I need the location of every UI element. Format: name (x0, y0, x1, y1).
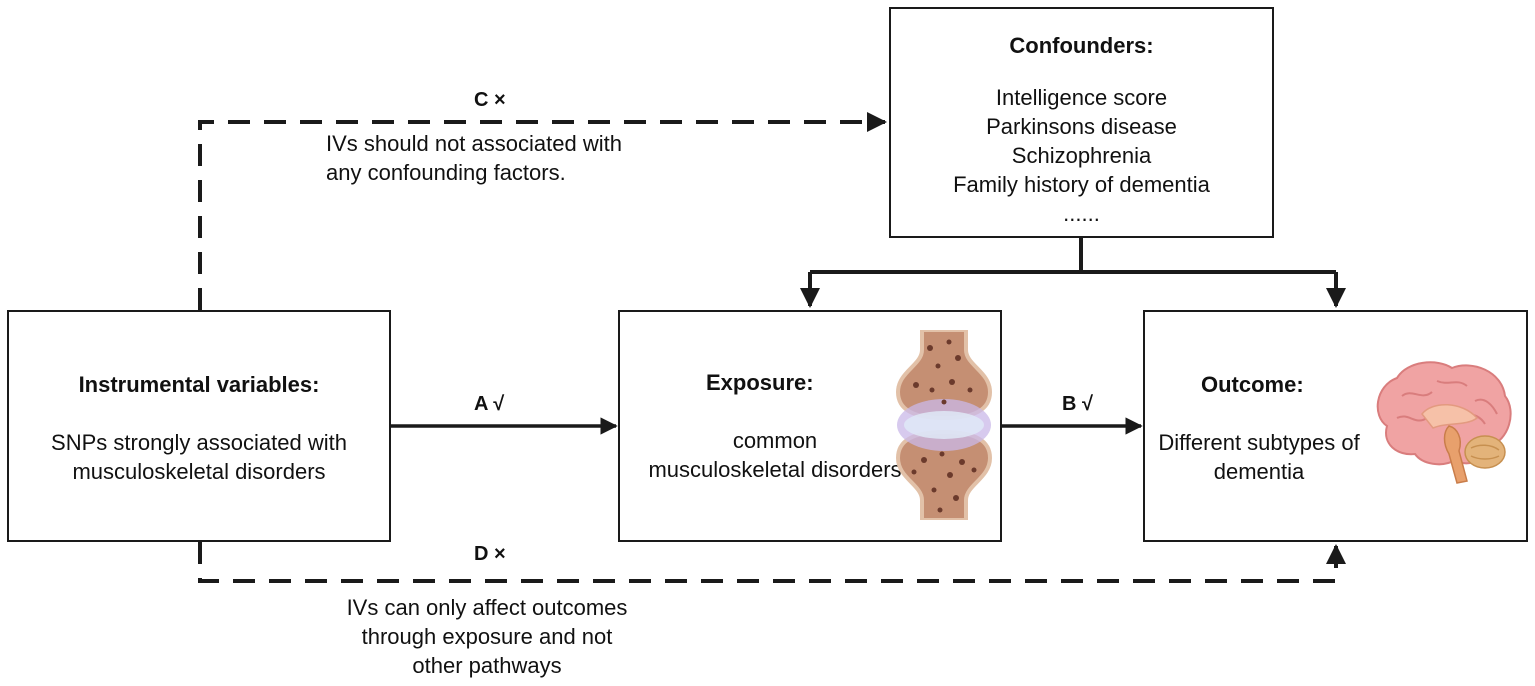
exposure-title: Exposure: (706, 370, 814, 395)
confounder-trunk-line (810, 238, 1336, 274)
exposure-box: Exposure: common musculoskeletal disorde… (618, 310, 1002, 542)
confounder-item: ...... (1063, 201, 1100, 226)
instrumental-variables-box: Instrumental variables: SNPs strongly as… (7, 310, 391, 542)
exposure-line: common (732, 428, 818, 453)
path-d-label: D × (474, 543, 506, 565)
confounder-item: Intelligence score (995, 85, 1168, 110)
instrumental-variables-title: Instrumental variables: (78, 372, 320, 397)
path-c-note-line: IVs should not associated with (326, 131, 622, 156)
path-d-note-line: through exposure and not (361, 624, 613, 649)
path-d-note-line: other pathways (412, 653, 562, 678)
path-c-dashed-line (198, 112, 887, 310)
confounders-box: Confounders: Intelligence score Parkinso… (889, 7, 1274, 238)
path-c-label: C × (474, 89, 506, 111)
path-c-note-line: any confounding factors. (326, 160, 566, 185)
confounder-item: Schizophrenia (1011, 143, 1152, 168)
confounders-title: Confounders: (1009, 33, 1154, 58)
outcome-box: Outcome: Different subtypes of dementia (1143, 310, 1528, 542)
path-d-dashed-line (198, 542, 1346, 583)
confounder-item: Parkinsons disease (986, 114, 1177, 139)
path-a-label: A √ (474, 393, 505, 415)
outcome-title: Outcome: (1201, 372, 1304, 397)
instrumental-variables-line: musculoskeletal disorders (72, 459, 326, 484)
path-d-note-line: IVs can only affect outcomes (346, 595, 628, 620)
brain-icon (1376, 361, 1512, 484)
path-b-label: B √ (1062, 393, 1093, 415)
confounder-item: Family history of dementia (953, 172, 1210, 197)
instrumental-variables-line: SNPs strongly associated with (51, 430, 347, 455)
outcome-line: Different subtypes of (1158, 430, 1360, 455)
joint-icon (895, 330, 993, 520)
exposure-line: musculoskeletal disorders (648, 457, 902, 482)
outcome-line: dementia (1213, 459, 1305, 484)
